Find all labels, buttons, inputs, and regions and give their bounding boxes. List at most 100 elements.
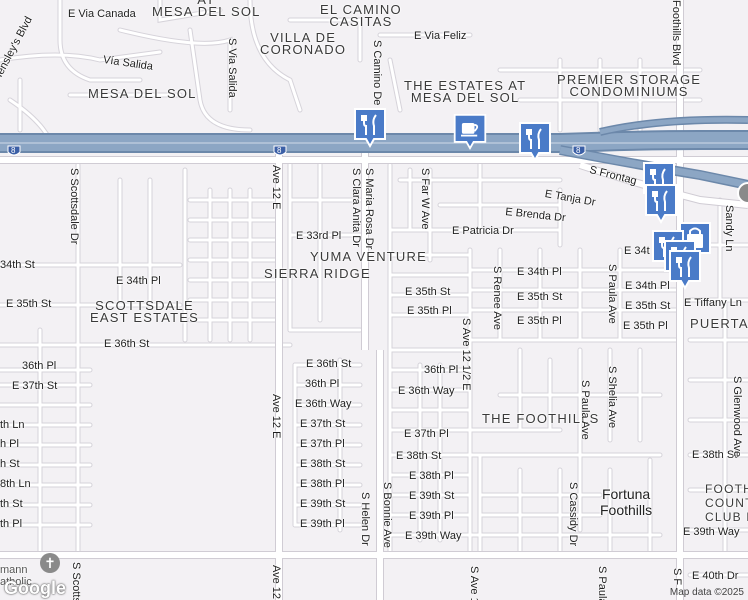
neighborhood-label: MESA DEL SOL [88, 86, 197, 101]
interstate-8-shield: 8 [11, 146, 16, 155]
street-label: S Camino De [371, 40, 383, 106]
street-label: E Via Canada [68, 8, 136, 20]
street-label: S Shelia Ave [606, 366, 618, 429]
google-logo: Google [4, 578, 66, 598]
map-data-attribution[interactable]: Map data ©2025 [669, 587, 744, 598]
street-label: E 34th Pl [625, 280, 670, 292]
fork-knife-icon [361, 114, 377, 135]
street-label: E 35th St [6, 298, 52, 310]
street-label: E 34th Pl [116, 275, 161, 287]
neighborhood-label: SIERRA RIDGE [264, 266, 371, 281]
neighborhood-label: THE ESTATES AT MESA DEL SOL [404, 78, 527, 105]
street-label: S Glenwood Ave [731, 376, 743, 458]
interstate-8-shield: 8 [576, 146, 581, 155]
street-label: S Via Salida [226, 38, 238, 98]
street-label: E 34th Pl [517, 266, 562, 278]
street-label: S Renee Ave [491, 266, 503, 331]
neighborhood-label: PUERTA B [690, 316, 748, 331]
street-label: E 39th Way [405, 530, 462, 542]
street-label: h St [0, 458, 20, 470]
street-label: E 40th Dr [692, 570, 739, 582]
city-label: Fortuna Foothills [600, 486, 653, 518]
restaurant-pin[interactable] [517, 120, 553, 164]
neighborhood-label: PREMIER STORAGE CONDOMINIUMS [557, 72, 702, 99]
street-label: Foothills Blvd [670, 0, 682, 66]
street-label: S Cassidy Dr [567, 482, 579, 547]
interstate-8-shield: 8 [277, 146, 282, 155]
street-label: E 34t [624, 245, 650, 257]
street-label: E 38th St [396, 450, 442, 462]
street-label: S Ave 1 [468, 566, 480, 600]
street-label: S Helen Dr [359, 492, 371, 546]
street-label: E 38th Pl [300, 478, 345, 490]
street-label: S Far W Ave [419, 168, 431, 230]
street-label: S Paula [596, 566, 608, 600]
street-label: E 39th Pl [300, 518, 345, 530]
street-label: E 39th St [300, 498, 346, 510]
street-label: E Tiffany Ln [684, 297, 742, 309]
street-label: S F [671, 568, 683, 586]
street-label: Sandy Ln [723, 205, 735, 252]
street-label: E 36th Way [398, 385, 455, 397]
street-label: E 38th St [692, 449, 738, 461]
neighborhood-label: SCOTTSDALE EAST ESTATES [90, 298, 200, 325]
street-label: E 37th Pl [404, 428, 449, 440]
street-label: S Ave 12 1/2 E [460, 318, 472, 391]
neighborhood-label: EL CAMINO CASITAS [320, 2, 402, 29]
neighborhood-label: AT MESA DEL SOL [152, 0, 261, 19]
street-label: E 38th Pl [409, 470, 454, 482]
street-label: 36th Pl [305, 378, 340, 390]
cafe-pin[interactable] [452, 110, 488, 154]
street-label: Ave 12 E [270, 165, 282, 210]
street-label: E 35th Pl [517, 315, 562, 327]
poi-marker-partial[interactable] [736, 182, 748, 204]
church-icon[interactable]: ✝ [40, 553, 60, 573]
street-label: E 37th St [300, 418, 346, 430]
street-label: Ave 12 [270, 565, 282, 600]
street-label: S Clara Anita Dr [350, 168, 362, 247]
street-label: E 39th Way [683, 526, 740, 538]
fork-knife-icon [652, 190, 668, 211]
fork-knife-icon [526, 128, 542, 149]
street-label: E 37th Pl [300, 438, 345, 450]
neighborhood-label: VILLA DE CORONADO [260, 30, 347, 57]
neighborhood-label: THE FOOTHILLS [482, 411, 600, 426]
restaurant-pin[interactable] [667, 248, 703, 292]
street-label: E 36th Way [295, 398, 352, 410]
poi-label: mann atholic [0, 564, 32, 588]
street-label: E Patricia Dr [452, 225, 514, 237]
street-label: 8th Ln [0, 478, 31, 490]
street-label: h Pl [0, 438, 19, 450]
street-label: S Scottsdale Dr [68, 168, 80, 245]
fork-knife-icon [650, 168, 666, 189]
coffee-cup-icon [461, 123, 479, 137]
interstate-shield [7, 145, 586, 156]
street-label: E 35th Pl [407, 305, 452, 317]
street-label: E 35th St [405, 286, 451, 298]
street-label: E 33rd Pl [296, 230, 342, 242]
neighborhood-label: YUMA VENTURE [310, 249, 427, 264]
fork-knife-icon [676, 256, 692, 277]
street-label: th Ln [0, 419, 25, 431]
street-label: E 35th St [517, 291, 563, 303]
street-label: 36th Pl [22, 360, 57, 372]
street-label: S Paula Ave [606, 264, 618, 324]
restaurant-pin[interactable] [352, 106, 388, 150]
street-label: 36th Pl [424, 364, 459, 376]
neighborhood-label: FOOTHIL COUNTR CLUB ESTA [705, 482, 748, 524]
street-label: E 39th St [409, 490, 455, 502]
street-label: E 38th St [300, 458, 346, 470]
street-label: E 36th St [104, 338, 150, 350]
street-label: E Via Feliz [414, 30, 467, 42]
restaurant-pin[interactable] [643, 182, 679, 226]
street-label: S Maria Rosa Dr [363, 168, 375, 250]
street-label: S Paula Ave [579, 380, 591, 440]
street-label: S Scottsd [70, 562, 82, 600]
street-label: E 35th St [625, 300, 671, 312]
street-label: E 35th Pl [623, 320, 668, 332]
street-label: E 39th Pl [409, 510, 454, 522]
street-label: th St [0, 498, 23, 510]
street-label: th Pl [0, 518, 23, 530]
